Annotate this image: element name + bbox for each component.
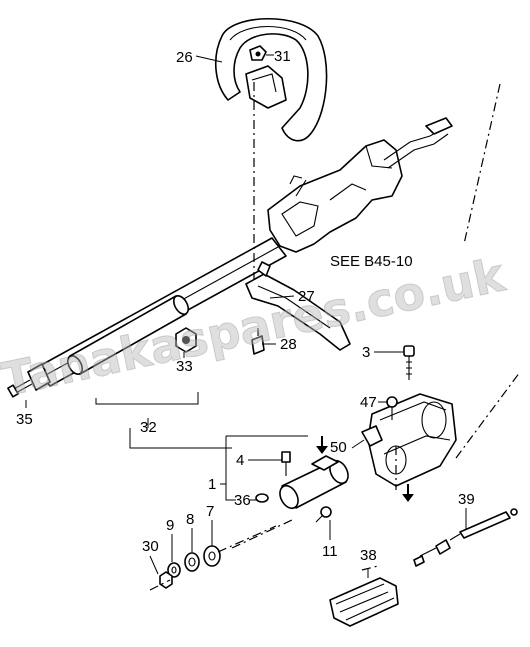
leader-lines xyxy=(25,54,467,578)
part-label-1: 1 xyxy=(208,476,216,493)
shaft-sleeve xyxy=(66,295,190,375)
part-label-30: 30 xyxy=(142,538,159,555)
washer-7 xyxy=(203,545,221,567)
part-label-27: 27 xyxy=(298,288,315,305)
part-label-33: 33 xyxy=(176,358,193,375)
part-label-47: 47 xyxy=(360,394,377,411)
direction-arrows xyxy=(316,436,414,502)
part-label-3: 3 xyxy=(362,344,370,361)
lever-pin-screw xyxy=(251,328,265,355)
part-label-35: 35 xyxy=(16,411,33,428)
cable-cover xyxy=(329,577,399,627)
clamp-bolt xyxy=(403,345,415,380)
part-label-8: 8 xyxy=(186,511,194,528)
alignment-lines xyxy=(149,82,521,591)
pipe-nut xyxy=(255,493,269,503)
nut-30 xyxy=(159,571,173,589)
part-label-31: 31 xyxy=(274,48,291,65)
throttle-housing xyxy=(267,117,453,253)
part-label-26: 26 xyxy=(176,49,193,66)
reference-note: SEE B45-10 xyxy=(330,253,413,270)
loop-handle xyxy=(214,17,328,142)
handle-nut xyxy=(249,45,267,61)
part-label-28: 28 xyxy=(280,336,297,353)
part-label-38: 38 xyxy=(360,547,377,564)
part-label-11: 11 xyxy=(322,543,338,560)
washer-8 xyxy=(184,552,200,572)
part-label-50: 50 xyxy=(330,439,347,456)
washer-9 xyxy=(167,562,181,578)
shaft-end xyxy=(7,363,51,398)
part-label-39: 39 xyxy=(458,491,475,508)
part-label-4: 4 xyxy=(236,452,244,469)
pipe-screw xyxy=(281,451,291,476)
part-label-36: 36 xyxy=(234,492,251,509)
clamp-bracket xyxy=(361,393,457,487)
pipe-bolt xyxy=(315,506,332,523)
hex-nut xyxy=(175,327,197,353)
throttle-lever xyxy=(245,261,351,351)
throttle-pipe xyxy=(279,455,349,510)
part-label-9: 9 xyxy=(166,517,174,534)
part-label-7: 7 xyxy=(206,503,214,520)
throttle-cable xyxy=(413,508,518,567)
part-label-32: 32 xyxy=(140,419,157,436)
